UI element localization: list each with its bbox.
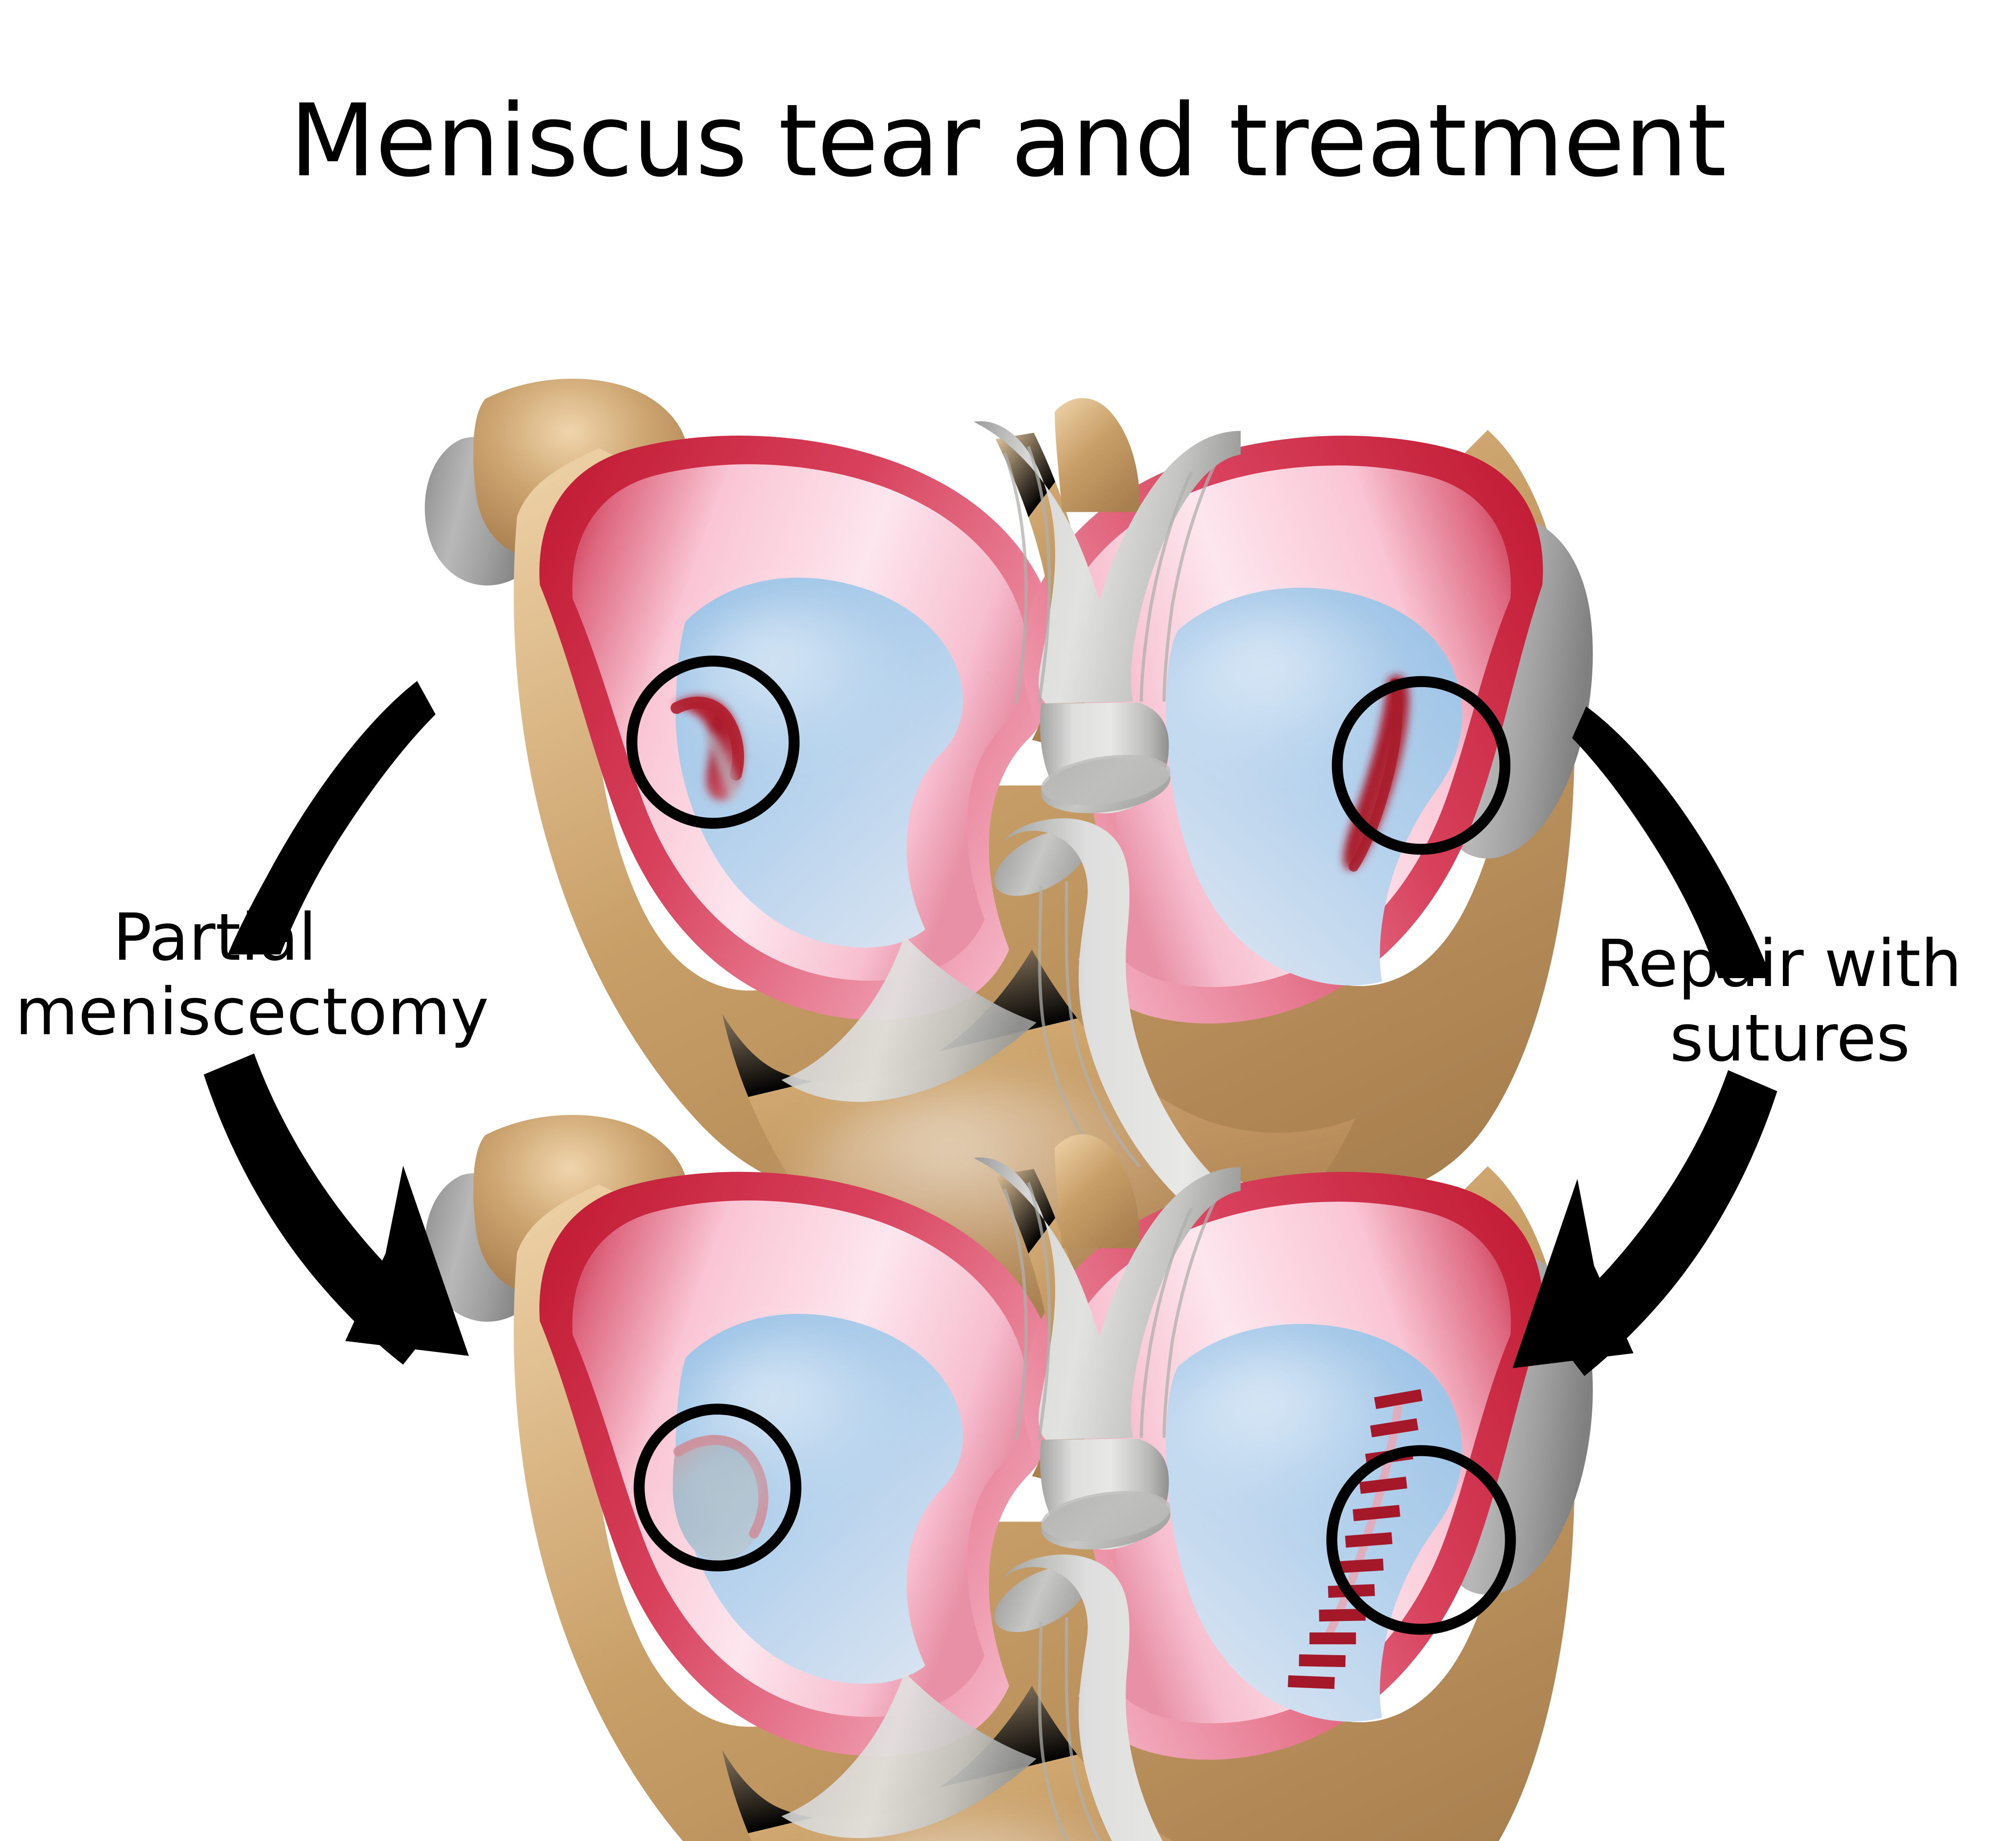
repair-with-sutures-label-line1: Repair with: [1596, 926, 1962, 1001]
partial-meniscectomy-label-line2: meniscectomy: [15, 974, 489, 1050]
knee-diagram-treated: [425, 1115, 1593, 1841]
repair-with-sutures-label: Repair with sutures: [1596, 926, 1962, 1076]
suture-circle-right: [1326, 1445, 1516, 1635]
partial-meniscectomy-label: Partial meniscectomy: [15, 900, 489, 1050]
tear-circle-right: [1332, 676, 1511, 855]
figure-title: Meniscus tear and treatment: [290, 82, 1726, 199]
repair-with-sutures-label-line2: sutures: [1670, 1000, 1910, 1076]
flap-tear-lesion: [670, 696, 744, 801]
arrow-tear-to-repair-upper: [1572, 706, 1771, 978]
meniscectomy-circle-left: [634, 1404, 801, 1571]
arrow-to-meniscectomy-head: [345, 1166, 469, 1356]
arrow-to-repair-head: [1513, 1179, 1633, 1368]
knee-diagram-torn: [425, 379, 1593, 1328]
meniscectomy-notch: [673, 1435, 769, 1561]
tear-circle-left: [626, 655, 800, 829]
partial-meniscectomy-label-line1: Partial: [113, 900, 316, 975]
arrow-tear-to-meniscectomy-upper: [228, 681, 436, 954]
